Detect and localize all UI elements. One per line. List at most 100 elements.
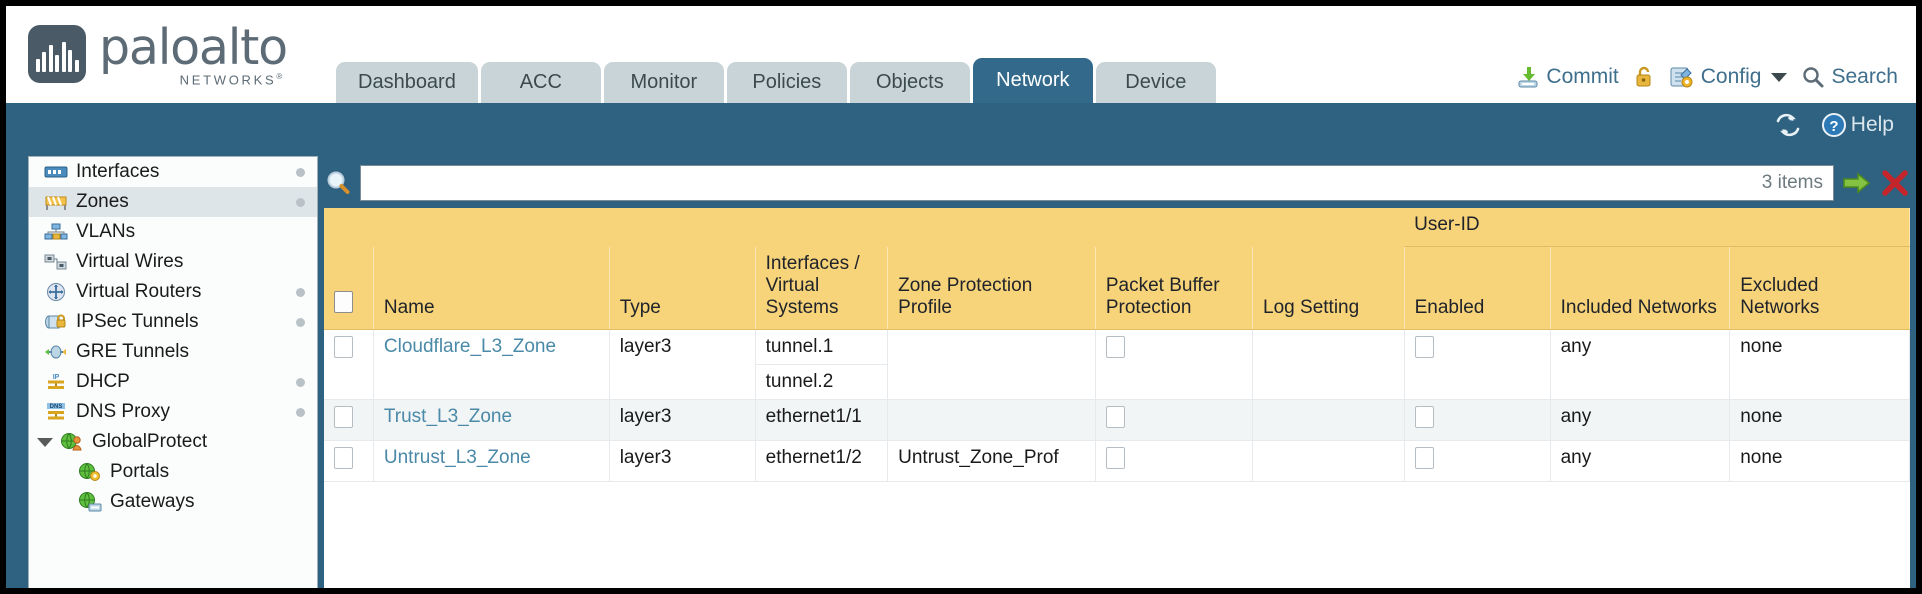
packet-buffer-protection-checkbox[interactable] (1105, 335, 1125, 358)
sidebar-item-zones[interactable]: Zones (29, 187, 317, 217)
cell-userid-enabled[interactable] (1404, 399, 1551, 441)
sidebar-item-label: DNS Proxy (76, 401, 170, 422)
items-count-label: 3 items (1761, 172, 1823, 193)
cell-included-networks: any (1550, 399, 1731, 441)
refresh-icon[interactable] (1773, 112, 1803, 138)
sidebar-indicator-dot (296, 317, 305, 327)
table-row[interactable]: Untrust_L3_Zone layer3 ethernet1/2 Untru… (324, 440, 1910, 482)
cell-packet-buffer-protection[interactable] (1095, 440, 1254, 482)
sub-toolbar: ? Help (6, 103, 1916, 159)
cell-name[interactable]: Cloudflare_L3_Zone (373, 329, 610, 400)
search-button[interactable]: Search (1801, 65, 1898, 89)
row-checkbox[interactable] (334, 405, 353, 428)
userid-enabled-checkbox[interactable] (1414, 335, 1434, 358)
commit-button[interactable]: Commit (1516, 65, 1619, 89)
cell-userid-enabled[interactable] (1404, 329, 1551, 400)
sidebar-item-dhcp[interactable]: IP DHCP (29, 367, 317, 397)
vlans-icon (43, 222, 69, 242)
col-header-packet-buffer-protection[interactable]: Packet Buffer Protection (1095, 246, 1254, 330)
tab-acc[interactable]: ACC (480, 62, 601, 103)
interface-entry: tunnel.1 (755, 330, 888, 365)
col-header-userid-enabled[interactable]: Enabled (1404, 246, 1551, 330)
config-menu-button[interactable]: Config (1669, 65, 1788, 89)
sidebar-item-dns-proxy[interactable]: DNS DNS Proxy (29, 397, 317, 427)
chevron-down-icon (1771, 72, 1788, 82)
tab-objects[interactable]: Objects (849, 62, 970, 103)
row-select-cell[interactable] (324, 329, 374, 400)
network-sidebar[interactable]: Interfaces Zones VLANs Virtual Wires (28, 156, 318, 588)
brand-name: paloalto (99, 18, 288, 76)
zone-name-link[interactable]: Cloudflare_L3_Zone (383, 335, 557, 357)
col-header-interfaces-virtual-systems[interactable]: Interfaces / Virtual Systems (755, 246, 889, 330)
sidebar-item-ipsec-tunnels[interactable]: IPSec Tunnels (29, 307, 317, 337)
tab-dashboard[interactable]: Dashboard (336, 62, 478, 103)
clear-filter-x-icon[interactable] (1880, 169, 1910, 197)
cell-log-setting (1252, 399, 1405, 441)
col-header-log-setting[interactable]: Log Setting (1252, 246, 1405, 330)
tab-monitor[interactable]: Monitor (603, 62, 724, 103)
zone-name-link[interactable]: Untrust_L3_Zone (383, 446, 531, 468)
zone-name-link[interactable]: Trust_L3_Zone (383, 405, 513, 427)
cell-log-setting (1252, 329, 1405, 400)
apply-filter-arrow-icon[interactable] (1842, 169, 1872, 197)
cell-userid-enabled[interactable] (1404, 440, 1551, 482)
cell-name[interactable]: Untrust_L3_Zone (373, 440, 610, 482)
row-select-cell[interactable] (324, 399, 374, 441)
globalprotect-icon (59, 432, 85, 452)
sidebar-item-gateways[interactable]: Gateways (29, 487, 317, 517)
sidebar-item-label: GRE Tunnels (76, 341, 189, 362)
cell-interfaces: ethernet1/2 (755, 440, 889, 482)
sidebar-item-virtual-routers[interactable]: Virtual Routers (29, 277, 317, 307)
tab-network[interactable]: Network (972, 58, 1093, 103)
search-icon (1801, 65, 1825, 89)
gre-tunnels-icon (43, 342, 69, 362)
cell-packet-buffer-protection[interactable] (1095, 329, 1254, 400)
sidebar-item-vlans[interactable]: VLANs (29, 217, 317, 247)
select-all-checkbox[interactable] (334, 290, 353, 313)
packet-buffer-protection-checkbox[interactable] (1105, 405, 1125, 428)
lock-button[interactable] (1633, 65, 1655, 89)
zones-table: User-ID Name Type Interfaces / Virtual S… (324, 208, 1910, 482)
config-wrench-icon (1669, 65, 1695, 89)
select-all-header[interactable] (324, 246, 374, 330)
search-input[interactable]: 3 items (360, 165, 1834, 201)
help-button[interactable]: ? Help (1821, 112, 1894, 138)
svg-text:DNS: DNS (50, 404, 63, 410)
magnifier-icon[interactable] (324, 169, 352, 197)
tab-device[interactable]: Device (1095, 62, 1216, 103)
row-checkbox[interactable] (334, 335, 353, 358)
cell-type: layer3 (609, 329, 756, 400)
cell-excluded-networks: none (1729, 440, 1910, 482)
tab-policies[interactable]: Policies (726, 62, 847, 103)
sidebar-item-globalprotect[interactable]: GlobalProtect (29, 427, 317, 457)
row-select-cell[interactable] (324, 440, 374, 482)
sidebar-item-portals[interactable]: Portals (29, 457, 317, 487)
col-header-zone-protection-profile[interactable]: Zone Protection Profile (887, 246, 1096, 330)
table-header-row: Name Type Interfaces / Virtual Systems Z… (324, 246, 1910, 330)
sidebar-item-virtual-wires[interactable]: Virtual Wires (29, 247, 317, 277)
col-header-type[interactable]: Type (609, 246, 756, 330)
zones-table-container: User-ID Name Type Interfaces / Virtual S… (324, 208, 1910, 588)
userid-enabled-checkbox[interactable] (1414, 446, 1434, 469)
col-header-excluded-networks[interactable]: Excluded Networks (1729, 246, 1910, 330)
col-header-name[interactable]: Name (373, 246, 610, 330)
col-header-included-networks[interactable]: Included Networks (1550, 246, 1731, 330)
virtual-routers-icon (43, 282, 69, 302)
row-checkbox[interactable] (334, 446, 353, 469)
cell-name[interactable]: Trust_L3_Zone (373, 399, 610, 441)
sidebar-item-label: IPSec Tunnels (76, 311, 199, 332)
sidebar-item-gre-tunnels[interactable]: GRE Tunnels (29, 337, 317, 367)
sidebar-item-interfaces[interactable]: Interfaces (29, 157, 317, 187)
table-row[interactable]: Cloudflare_L3_Zone layer3 tunnel.1 tunne… (324, 329, 1910, 400)
collapse-triangle-icon[interactable] (37, 437, 53, 447)
packet-buffer-protection-checkbox[interactable] (1105, 446, 1125, 469)
sidebar-indicator-dot (296, 287, 305, 297)
cell-packet-buffer-protection[interactable] (1095, 399, 1254, 441)
table-row[interactable]: Trust_L3_Zone layer3 ethernet1/1 any non… (324, 399, 1910, 441)
cell-excluded-networks: none (1729, 329, 1910, 400)
cell-log-setting (1252, 440, 1405, 482)
userid-enabled-checkbox[interactable] (1414, 405, 1434, 428)
cell-excluded-networks: none (1729, 399, 1910, 441)
group-header-spacer (324, 208, 1405, 247)
